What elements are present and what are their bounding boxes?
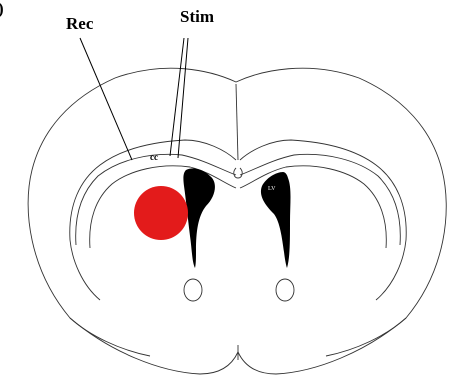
midline-structure bbox=[234, 168, 242, 178]
lateral-ventricle-left bbox=[183, 168, 215, 268]
rec-pointer-line bbox=[80, 38, 132, 160]
cc-label: cc bbox=[150, 152, 158, 162]
ventral-contour-left bbox=[70, 318, 150, 356]
midline-fissure bbox=[236, 84, 238, 160]
lateral-ventricle-right bbox=[261, 172, 291, 268]
oval-structure-left bbox=[184, 279, 202, 301]
stim-label: Stim bbox=[180, 7, 214, 26]
ventral-contour-right bbox=[326, 318, 406, 356]
stim-pointer-line-1 bbox=[170, 38, 184, 156]
lesion-marker bbox=[134, 186, 188, 240]
rec-label: Rec bbox=[66, 14, 94, 33]
lv-label: LV bbox=[268, 186, 276, 192]
panel-letter: ) bbox=[0, 0, 4, 18]
cortex-contour-right bbox=[240, 140, 406, 300]
corpus-callosum-right-lower bbox=[240, 166, 386, 248]
oval-structure-right bbox=[276, 279, 294, 301]
